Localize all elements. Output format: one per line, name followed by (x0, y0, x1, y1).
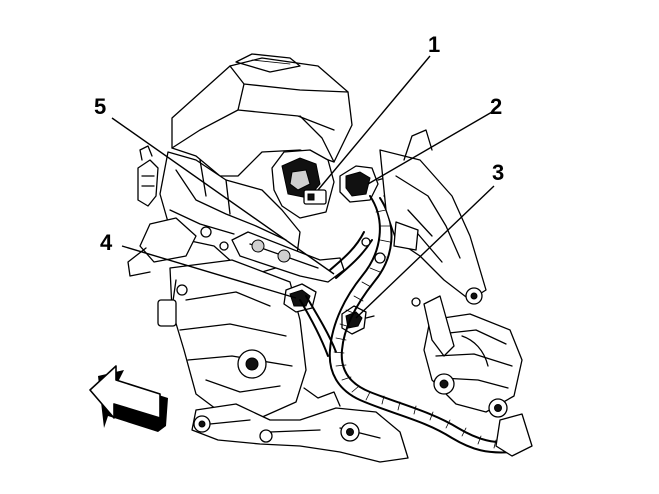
bottom-components (191, 387, 409, 463)
fasteners (176, 226, 421, 307)
wiring-harness (299, 195, 517, 454)
front-engine-cover (157, 259, 307, 419)
leader-line-1 (317, 55, 431, 191)
callout-labels: 1 2 3 4 5 (94, 32, 504, 255)
side-fitting (137, 145, 159, 207)
lower-right-components (423, 295, 533, 457)
front-direction-arrow-icon (89, 365, 168, 432)
callout-3: 3 (492, 160, 504, 185)
throttle-body (271, 149, 335, 219)
leader-line-4 (121, 245, 297, 299)
leader-lines (111, 55, 495, 319)
callout-1: 1 (428, 32, 440, 57)
leader-line-2 (367, 111, 493, 185)
callout-5: 5 (94, 94, 106, 119)
callout-2: 2 (490, 94, 502, 119)
right-engine-block (379, 129, 487, 305)
sensor-connector (339, 165, 399, 203)
leader-line-5 (111, 117, 335, 275)
callout-4: 4 (100, 230, 113, 255)
leader-line-3 (355, 185, 495, 319)
